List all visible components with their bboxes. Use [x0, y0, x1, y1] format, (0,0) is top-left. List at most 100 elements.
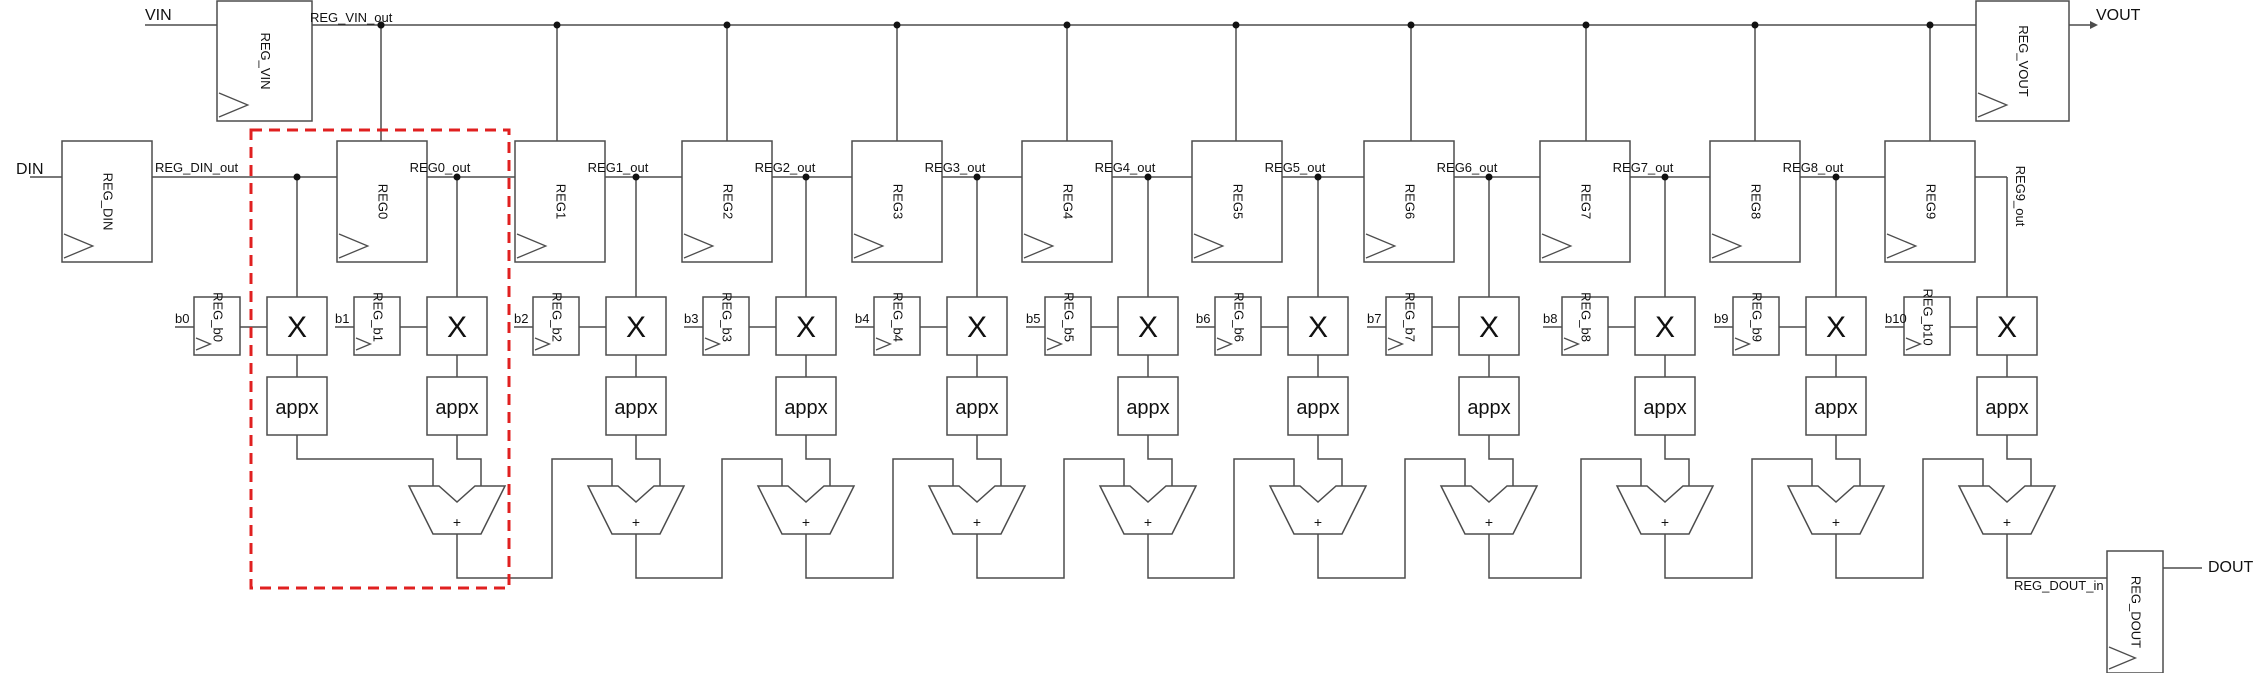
coeff-input-label: b3 — [684, 311, 698, 326]
coeff-register-label: REG_b6 — [1232, 292, 1247, 342]
coeff-input-label: b9 — [1714, 311, 1728, 326]
adder-symbol: + — [1485, 514, 1493, 530]
accumulate-wire — [635, 458, 783, 579]
clock-icon — [516, 233, 548, 259]
product-wire — [1488, 435, 1514, 494]
reg-din-out-label: REG_DIN_out — [155, 160, 238, 175]
approx-label: appx — [1643, 397, 1686, 419]
reg-out-label: REG3_out — [925, 160, 986, 175]
adder-symbol: + — [2003, 514, 2011, 530]
sum-wire — [296, 435, 434, 494]
adder-block — [1268, 485, 1368, 535]
clock-icon — [195, 337, 213, 351]
approx-label: appx — [1814, 397, 1857, 419]
adder-symbol: + — [1144, 514, 1152, 530]
approx-label: appx — [955, 397, 998, 419]
clock-icon — [1734, 337, 1752, 351]
reg-1-label: REG1 — [554, 184, 569, 219]
reg-out-label: REG6_out — [1437, 160, 1498, 175]
adder-block — [1098, 485, 1198, 535]
clock-icon — [1905, 337, 1923, 351]
multiplier-block — [1287, 296, 1349, 356]
sum-wire — [456, 435, 482, 494]
din-label: DIN — [16, 161, 44, 178]
multiplier-symbol: X — [1997, 311, 2017, 344]
clock-icon — [704, 337, 722, 351]
junction-dot — [1144, 173, 1152, 181]
approx-label: appx — [275, 397, 318, 419]
reg-out-label: REG0_out — [410, 160, 471, 175]
coeff-register-label: REG_b10 — [1921, 288, 1936, 345]
adder-symbol: + — [632, 514, 640, 530]
accumulate-wire — [1317, 458, 1466, 579]
reg-4-label: REG4 — [1061, 184, 1076, 219]
junction-dot — [1485, 173, 1493, 181]
junction-dot — [1407, 21, 1415, 29]
accumulate-wire — [1664, 458, 1813, 579]
product-wire — [1317, 435, 1343, 494]
reg-vout-label: REG_VOUT — [2016, 25, 2031, 97]
reg-4 — [1021, 140, 1113, 263]
coeff-register — [1385, 296, 1433, 356]
reg-7 — [1539, 140, 1631, 263]
multiplier-symbol: X — [1826, 311, 1846, 344]
clock-icon — [1541, 233, 1573, 259]
coeff-input-label: b4 — [855, 311, 869, 326]
approx-block — [1458, 376, 1520, 436]
reg-out-label: REG2_out — [755, 160, 816, 175]
approx-block — [1287, 376, 1349, 436]
reg-5 — [1191, 140, 1283, 263]
clock-icon — [63, 233, 95, 259]
accumulate-wire — [1147, 458, 1295, 579]
reg-out-label: REG8_out — [1783, 160, 1844, 175]
clock-icon — [338, 233, 370, 259]
clock-icon — [355, 337, 373, 351]
arrow-icon — [2090, 21, 2098, 29]
adder-symbol: + — [453, 514, 461, 530]
product-wire — [976, 435, 1002, 494]
reg-vin — [216, 0, 313, 122]
coeff-register-label: REG_b4 — [891, 292, 906, 342]
vin-label: VIN — [145, 7, 172, 24]
junction-dot — [1314, 173, 1322, 181]
multiplier-symbol: X — [1655, 311, 1675, 344]
junction-dot — [453, 173, 461, 181]
coeff-input-label: b6 — [1196, 311, 1210, 326]
junction-dot — [893, 21, 901, 29]
wires — [30, 21, 2202, 579]
product-wire — [805, 435, 831, 494]
multiplier-symbol: X — [287, 311, 307, 344]
approx-label: appx — [1296, 397, 1339, 419]
adder-symbol: + — [1661, 514, 1669, 530]
product-wire — [635, 435, 661, 494]
clock-icon — [534, 337, 552, 351]
reg-out-label: REG5_out — [1265, 160, 1326, 175]
reg-9-label: REG9 — [1924, 184, 1939, 219]
junction-dot — [377, 21, 385, 29]
product-wire — [1664, 435, 1690, 494]
clock-icon — [1563, 337, 1581, 351]
product-wire — [1835, 435, 1861, 494]
adder-block — [1957, 485, 2057, 535]
coeff-register-label: REG_b2 — [550, 292, 565, 342]
reg-dout-in-label: REG_DOUT_in — [2014, 578, 2104, 593]
blocks — [61, 0, 2164, 673]
coeff-register-label: REG_b7 — [1403, 292, 1418, 342]
approx-block — [1976, 376, 2038, 436]
reg-6-label: REG6 — [1403, 184, 1418, 219]
approx-block — [426, 376, 488, 436]
accumulate-wire — [1835, 458, 1984, 579]
adder-block — [1439, 485, 1539, 535]
accumulate-wire — [805, 458, 954, 579]
clock-icon — [875, 337, 893, 351]
adder-block — [927, 485, 1027, 535]
reg-8 — [1709, 140, 1801, 263]
clock-icon — [1387, 337, 1405, 351]
multiplier-block — [605, 296, 667, 356]
clock-icon — [683, 233, 715, 259]
clock-icon — [218, 92, 250, 118]
approx-block — [946, 376, 1008, 436]
junction-dot — [1751, 21, 1759, 29]
coeff-register — [1044, 296, 1092, 356]
